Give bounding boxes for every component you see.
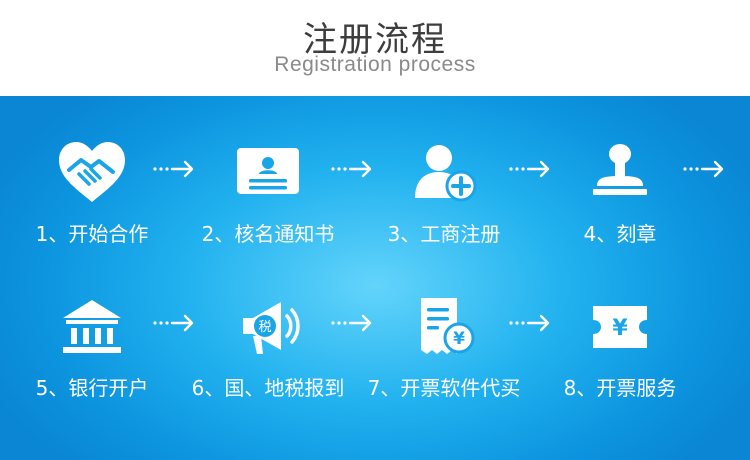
tax-megaphone-icon: 税: [231, 294, 305, 360]
step-label: 4、刻章: [583, 222, 657, 246]
yen-glyph: ¥: [612, 316, 628, 341]
arrow-right-icon: [152, 159, 196, 179]
arrow-right-icon: [330, 313, 374, 333]
process-panel: 1、开始合作 2、核名通知书: [0, 96, 750, 460]
header: 注册流程 Registration process: [0, 0, 750, 96]
invoice-yen-icon: ¥: [407, 294, 481, 360]
arrow-right-icon: [330, 159, 374, 179]
stamp-icon: [583, 140, 657, 206]
yen-ticket-icon: ¥: [583, 294, 657, 360]
yen-glyph: ¥: [453, 329, 465, 349]
bank-icon: [55, 294, 129, 360]
id-card-icon: [231, 140, 305, 206]
arrow-right-icon: [508, 313, 552, 333]
step-label: 3、工商注册: [387, 222, 501, 246]
step-label: 6、国、地税报到: [191, 376, 345, 400]
page-title: 注册流程: [303, 20, 447, 60]
step-label: 8、开票服务: [563, 376, 677, 400]
step-label: 7、开票软件代买: [367, 376, 521, 400]
step-label: 2、核名通知书: [201, 222, 335, 246]
step-label: 5、银行开户: [35, 376, 149, 400]
arrow-right-icon: [152, 313, 196, 333]
page-subtitle: Registration process: [274, 53, 476, 76]
step-label: 1、开始合作: [35, 222, 149, 246]
arrow-right-icon: [508, 159, 552, 179]
arrow-right-icon: [682, 159, 726, 179]
tax-glyph: 税: [258, 320, 271, 335]
handshake-heart-icon: [55, 140, 129, 206]
add-user-icon: [407, 140, 481, 206]
